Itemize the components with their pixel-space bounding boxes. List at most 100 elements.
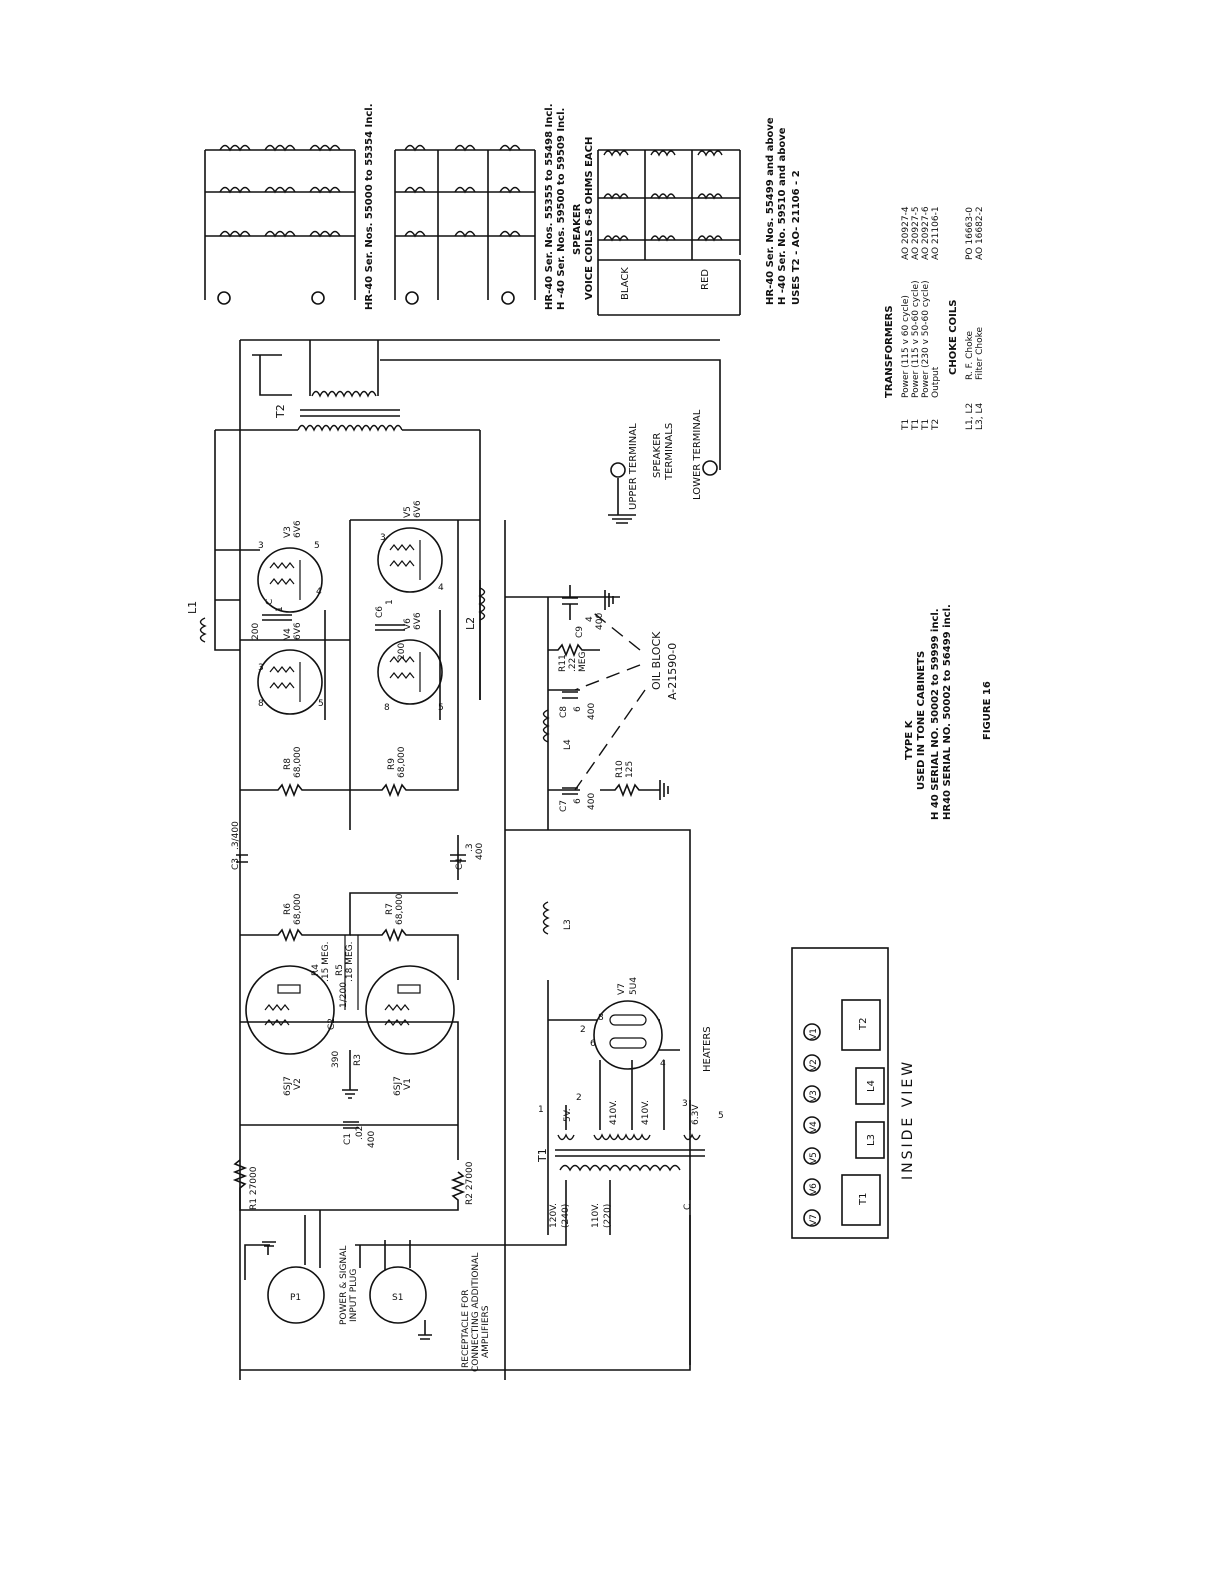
component-label: 4 xyxy=(660,1059,666,1069)
component-label: 200 xyxy=(397,643,407,660)
variant-3-serial-b: H -40 Ser. No. 59510 and above xyxy=(777,127,788,305)
lower-terminal-label: LOWER TERMINAL xyxy=(692,409,703,500)
component-label: 1 xyxy=(538,1105,544,1115)
component-label: 6 xyxy=(573,706,583,712)
receptacle-label-2: CONNECTING ADDITIONAL xyxy=(471,1253,481,1372)
component-label: P1 xyxy=(290,1293,301,1303)
component-label: 410V. xyxy=(609,1100,619,1125)
component-label: R5 xyxy=(335,964,345,976)
component-label: R8 xyxy=(283,758,293,770)
component-label: L3 xyxy=(866,1134,877,1146)
component-label: 6 xyxy=(573,798,583,804)
component-label: C xyxy=(683,1204,693,1210)
component-label: 5 xyxy=(718,1111,724,1121)
component-label: S1 xyxy=(392,1293,403,1303)
component-label: 125 xyxy=(625,761,635,778)
choke-coils-title: CHOKE COILS xyxy=(948,300,959,375)
component-label: 3 xyxy=(258,663,264,673)
output-transformer: T2 UPPER TERMINAL SPEAKER TERMINALS LOWE… xyxy=(215,339,721,1380)
component-label: V3 xyxy=(809,1090,819,1102)
figure-caption: TYPE K USED IN TONE CABINETS H 40 SERIAL… xyxy=(904,604,993,820)
component-label: V2 xyxy=(293,1078,303,1090)
component-label: 400 xyxy=(587,703,597,720)
component-label: R6 xyxy=(283,903,293,915)
p1-label-2: INPUT PLUG xyxy=(349,1269,359,1322)
component-label: 68,000 xyxy=(293,746,303,778)
v6-type: 6V6 xyxy=(413,612,423,630)
component-label: 3 xyxy=(258,541,264,551)
receptacle-label-1: RECEPTACLE FOR xyxy=(461,1290,471,1369)
component-label: .3 xyxy=(465,843,475,852)
component-label: 4 xyxy=(316,587,322,597)
component-label: 4 xyxy=(438,583,444,593)
speaker-terminals-label-1: SPEAKER xyxy=(652,433,663,478)
component-label: 390 xyxy=(331,1051,341,1068)
component-label: R. F. Choke xyxy=(965,331,975,380)
component-label: R2 27000 xyxy=(465,1161,475,1205)
oil-block-label: OIL BLOCK xyxy=(650,631,663,690)
component-label: 6SJ7 xyxy=(283,1076,293,1096)
component-label: AO 20927-6 xyxy=(921,206,931,260)
component-label: L1, L2 xyxy=(965,403,975,430)
t1-label: T1 xyxy=(536,1148,549,1163)
red-lead-label: RED xyxy=(700,269,711,290)
v1-tube xyxy=(365,965,455,1055)
component-label: AO 20927-5 xyxy=(911,206,921,260)
p1-plug xyxy=(267,1266,325,1324)
component-label: 68,000 xyxy=(395,893,405,925)
component-label: .3/400 xyxy=(231,821,241,850)
component-label: 5 xyxy=(314,541,320,551)
variant-3-serial-a: HR-40 Ser. Nos. 55499 and above xyxy=(765,117,776,305)
component-label: 3 xyxy=(682,1099,688,1109)
component-label: V4 xyxy=(809,1121,819,1133)
component-label: .22 xyxy=(568,658,578,672)
component-label: 4 xyxy=(585,616,595,622)
variant-1-serial: HR-40 Ser. Nos. 55000 to 55354 Incl. xyxy=(364,103,375,310)
parts-list: TRANSFORMERS T1 Power (115 v 60 cycle) A… xyxy=(884,206,985,431)
component-label: R10 xyxy=(615,760,625,778)
component-label: 6.3V xyxy=(691,1104,701,1125)
component-label: C8 xyxy=(559,706,569,718)
v2-tube xyxy=(245,965,335,1055)
component-label: T2 xyxy=(858,1018,869,1031)
v4-name: V4 xyxy=(283,628,293,640)
component-label: V7 xyxy=(617,983,627,995)
component-label: C6 xyxy=(375,606,385,618)
heaters-label: HEATERS xyxy=(702,1026,713,1072)
inside-view-tubes: V7 V6 V5 V4 V3 V2 V1 xyxy=(803,1023,821,1227)
component-label: V2 xyxy=(809,1059,819,1071)
speaker-label: SPEAKER xyxy=(572,203,583,255)
component-label: R3 xyxy=(353,1054,363,1066)
component-label: 5 xyxy=(318,699,324,709)
variant-2-serial-b: H -40 Ser. Nos. 59500 to 59509 Incl. xyxy=(556,108,567,310)
component-label: 120V. xyxy=(549,1203,559,1228)
v3-type: 6V6 xyxy=(293,520,303,538)
component-label: R11 xyxy=(558,654,568,672)
component-label: R9 xyxy=(387,758,397,770)
l2-label: L2 xyxy=(464,617,477,630)
component-label: Filter Choke xyxy=(975,326,985,380)
component-label: 2 xyxy=(576,1093,582,1103)
component-label: L3 xyxy=(563,919,573,930)
component-label: C1 xyxy=(343,1133,353,1145)
driver-stage: R8 68,000 R9 68,000 C3 .3/400 C4 .3 400 … xyxy=(231,720,485,1211)
component-label: T2 xyxy=(931,419,941,431)
component-label: R7 xyxy=(385,903,395,915)
l1-label: L1 xyxy=(186,601,199,614)
variant-3-transformer: USES T2 - AO- 21106 - 2 xyxy=(791,170,802,305)
component-label: 5V. xyxy=(563,1108,573,1122)
component-label: V6 xyxy=(809,1183,819,1195)
v3-name: V3 xyxy=(283,526,293,538)
filter-section: C9 4 400 R11 .22 MEG. OIL BLOCK A-21590-… xyxy=(504,520,691,1380)
component-label: T1 xyxy=(921,419,931,431)
output-stage: L1 V3 6V6 V4 6V6 V5 6V6 V6 6V6 3 5 4 3 8… xyxy=(186,430,486,830)
component-label: T1 xyxy=(901,419,911,431)
component-label: C4 xyxy=(455,858,465,870)
component-label: AO 16682-2 xyxy=(975,206,985,260)
component-label: 400 xyxy=(367,1131,377,1148)
component-label: .18 MEG. xyxy=(345,942,355,982)
component-label: 3 xyxy=(380,533,386,543)
figure-number: FIGURE 16 xyxy=(982,681,993,740)
t2-label: T2 xyxy=(274,404,287,419)
